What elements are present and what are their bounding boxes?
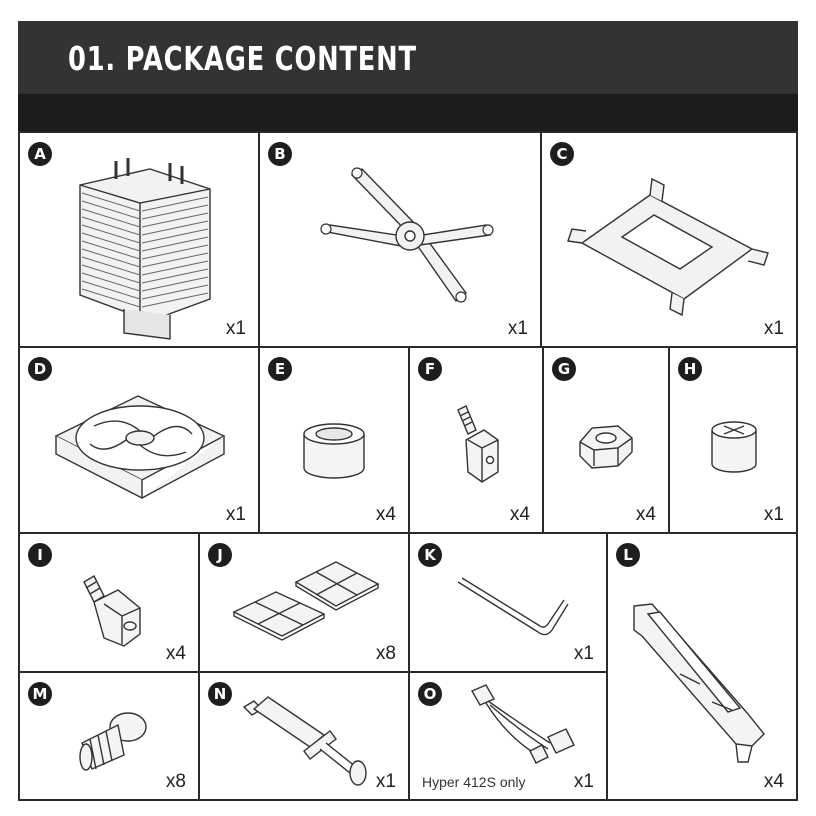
item-b-quantity: x1 — [508, 318, 528, 340]
page-title: 01. PACKAGE CONTENT — [68, 39, 417, 78]
item-m-cell: M x8 — [18, 671, 200, 801]
item-l-quantity: x4 — [764, 771, 784, 793]
package-content-sheet: 01. PACKAGE CONTENT A x1 B — [18, 21, 798, 801]
item-k-quantity: x1 — [574, 643, 594, 665]
item-n-quantity: x1 — [376, 771, 396, 793]
item-c-quantity: x1 — [764, 318, 784, 340]
item-n-cell: N x1 — [198, 671, 410, 801]
item-e-quantity: x4 — [376, 504, 396, 526]
item-h-quantity: x1 — [764, 504, 784, 526]
item-h-cell: H x1 — [668, 346, 798, 534]
item-d-quantity: x1 — [226, 504, 246, 526]
header-divider-bar — [18, 94, 798, 131]
x-mounting-bracket-icon — [260, 133, 540, 346]
item-f-quantity: x4 — [510, 504, 530, 526]
item-k-cell: K x1 — [408, 532, 608, 673]
fan-clip-icon — [608, 534, 796, 799]
header-band: 01. PACKAGE CONTENT — [18, 21, 798, 94]
item-g-quantity: x4 — [636, 504, 656, 526]
item-i-cell: I x4 — [18, 532, 200, 673]
item-a-quantity: x1 — [226, 318, 246, 340]
fan-icon — [20, 348, 258, 532]
item-c-cell: C x1 — [540, 131, 798, 348]
item-i-quantity: x4 — [166, 643, 186, 665]
item-f-cell: F x4 — [408, 346, 544, 534]
item-j-quantity: x8 — [376, 643, 396, 665]
cpu-cooler-heatsink-icon — [20, 133, 258, 346]
backplate-icon — [542, 133, 796, 346]
item-o-quantity: x1 — [574, 771, 594, 793]
item-d-cell: D x1 — [18, 346, 260, 534]
item-g-cell: G x4 — [542, 346, 670, 534]
item-e-cell: E x4 — [258, 346, 410, 534]
item-m-quantity: x8 — [166, 771, 186, 793]
item-b-cell: B x1 — [258, 131, 542, 348]
item-o-note: Hyper 412S only — [422, 774, 526, 790]
item-j-cell: J x8 — [198, 532, 410, 673]
item-l-cell: L x4 — [606, 532, 798, 801]
item-a-cell: A x1 — [18, 131, 260, 348]
item-o-cell: O Hyper 412S only x1 — [408, 671, 608, 801]
